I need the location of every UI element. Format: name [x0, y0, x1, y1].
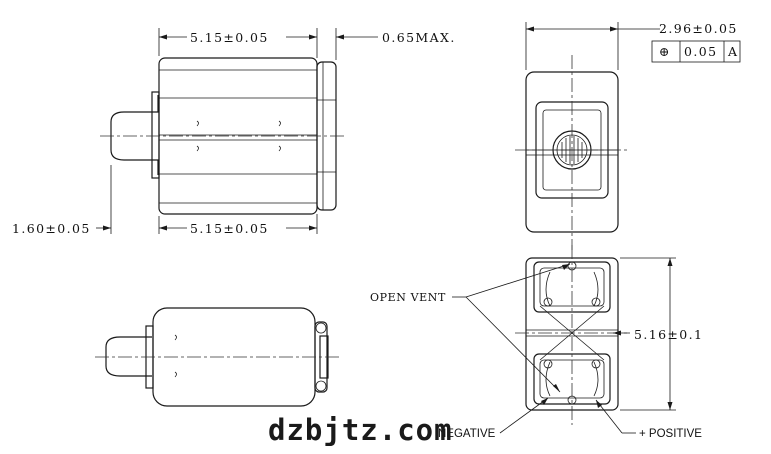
tolerance-symbol: ⊕ — [659, 44, 671, 59]
tolerance-value: 0.05 — [684, 44, 717, 59]
label-negative: NEGATIVE — [438, 428, 496, 440]
watermark-text: dzbjtz.com — [268, 413, 453, 447]
end-view-dims — [525, 22, 741, 70]
dim-terminal-length: 1.60±0.05 — [12, 221, 91, 236]
top-view-dims — [613, 257, 676, 411]
top-view — [515, 245, 630, 425]
side-view-2 — [95, 307, 340, 407]
dim-top-width: 5.15±0.05 — [190, 30, 269, 45]
label-open-vent: OPEN VENT — [370, 291, 446, 304]
dim-bottom-width: 5.15±0.05 — [190, 221, 269, 236]
dim-diameter: 2.96±0.05 — [659, 21, 738, 36]
dim-height: 5.16±0.1 — [634, 327, 703, 342]
dim-cap-max: 0.65MAX. — [382, 30, 456, 45]
leaders — [452, 263, 636, 434]
side-view-dims — [96, 28, 378, 234]
label-positive: + POSITIVE — [639, 428, 702, 440]
side-view — [100, 57, 345, 215]
terminal-tab — [110, 95, 159, 175]
tolerance-datum: A — [727, 44, 738, 59]
end-view — [515, 55, 630, 250]
